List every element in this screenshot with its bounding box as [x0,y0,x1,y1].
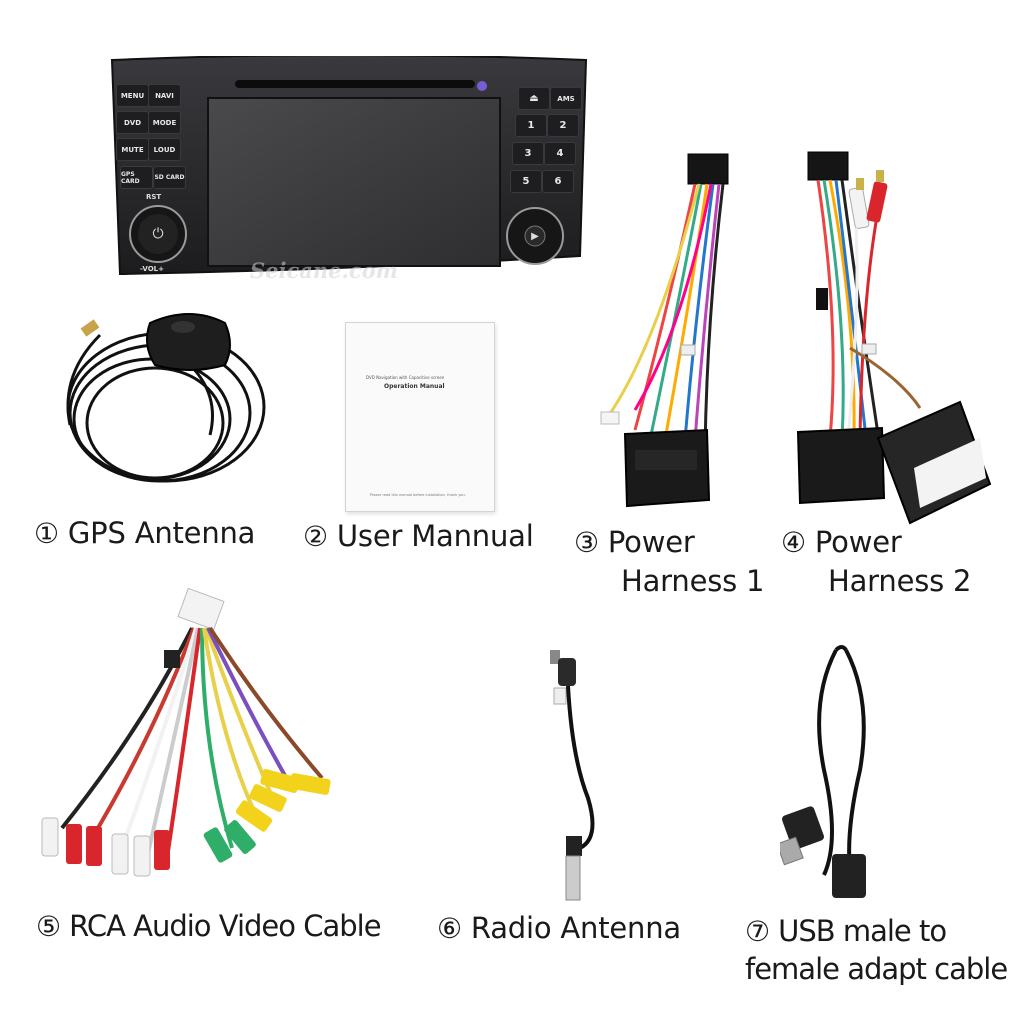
navi-button[interactable]: NAVI [148,84,181,107]
head-unit: MENU NAVI DVD MODE MUTE LOUD GPS CARD SD… [110,56,588,284]
sd-card-button[interactable]: SD CARD [153,166,186,189]
play-pause-icon[interactable]: ▶ [531,231,539,242]
caption-label-5: RCA Audio Video Cable [69,909,381,943]
power-harness-2-image [796,151,992,525]
manual-line1: DVD Navigation with Capacitive screen [366,375,445,380]
preset-2-button[interactable]: 2 [547,114,579,137]
caption-label-3: Power [607,525,695,559]
caption-number-6: ⑥ [437,912,462,945]
caption-label-2: User Mannual [336,519,534,553]
preset-5-button[interactable]: 5 [510,170,542,193]
mute-button[interactable]: MUTE [116,138,149,161]
caption-number-1: ① [34,517,59,550]
eject-button[interactable]: ⏏ [518,87,550,110]
rca-cable-image [41,588,331,877]
usb-cable-image [780,645,866,898]
power-harness-1-image [600,153,729,508]
caption-number-4: ④ [781,526,806,559]
menu-button[interactable]: MENU [116,84,149,107]
mode-button[interactable]: MODE [148,111,181,134]
manual-title: Operation Manual [384,383,445,390]
caption-label-7: USB male to [778,914,947,948]
caption-number-7: ⑦ [745,915,770,948]
gps-card-button[interactable]: GPS CARD [120,166,153,189]
head-unit-body [110,56,588,276]
user-manual-image: DVD Navigation with Capacitive screen Op… [345,322,495,512]
ams-button[interactable]: AMS [550,87,582,110]
gps-antenna-image [66,313,266,483]
caption-number-5: ⑤ [36,910,61,943]
rst-label: RST [146,193,162,201]
dvd-button[interactable]: DVD [116,111,149,134]
caption-label-1: GPS Antenna [67,516,256,550]
loud-button[interactable]: LOUD [148,138,181,161]
radio-antenna-image [550,650,595,901]
power-icon[interactable]: ⏻ [152,226,164,242]
caption-number-3: ③ [574,526,599,559]
preset-3-button[interactable]: 3 [512,142,544,165]
preset-6-button[interactable]: 6 [542,170,574,193]
caption-usb-cable-line2: female adapt cable [745,952,1008,986]
preset-4-button[interactable]: 4 [544,142,576,165]
seicane-watermark: Seicane.com [250,258,398,283]
manual-footer: Please read this manual before installat… [370,493,466,497]
caption-power-harness-1-line2: Harness 1 [621,564,765,598]
caption-number-2: ② [303,520,328,553]
caption-label-6: Radio Antenna [470,911,681,945]
caption-power-harness-2-line2: Harness 2 [828,564,972,598]
preset-1-button[interactable]: 1 [515,114,547,137]
volume-label: -VOL+ [140,265,164,273]
caption-label-4: Power [814,525,902,559]
